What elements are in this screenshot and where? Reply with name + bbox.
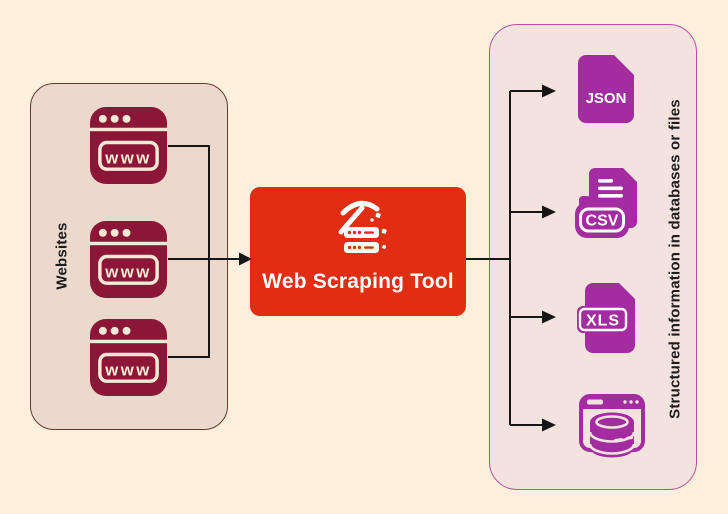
database-icon	[579, 394, 645, 458]
xls-file-icon: XLS	[577, 283, 635, 353]
json-file-icon: JSON	[578, 55, 634, 123]
websites-label: Websites	[53, 222, 71, 290]
data-mining-pickaxe-icon	[338, 200, 387, 253]
browser-url-label: www	[104, 360, 152, 379]
web-scraping-tool-box: Web Scraping Tool	[250, 187, 466, 316]
browser-url-label: www	[104, 148, 152, 167]
xls-label: XLS	[586, 313, 620, 330]
csv-label: CSV	[586, 213, 619, 230]
csv-file-icon: CSV	[575, 168, 637, 238]
browser-url-label: www	[104, 262, 152, 281]
website-browser-icon: www	[90, 221, 167, 298]
browser-dot	[98, 114, 107, 123]
json-label: JSON	[586, 90, 627, 107]
website-browser-icon: www	[90, 319, 167, 396]
tool-label: Web Scraping Tool	[262, 270, 454, 293]
website-browser-icon: www	[90, 107, 167, 184]
outputs-label: Structured information in databases or f…	[666, 99, 684, 419]
